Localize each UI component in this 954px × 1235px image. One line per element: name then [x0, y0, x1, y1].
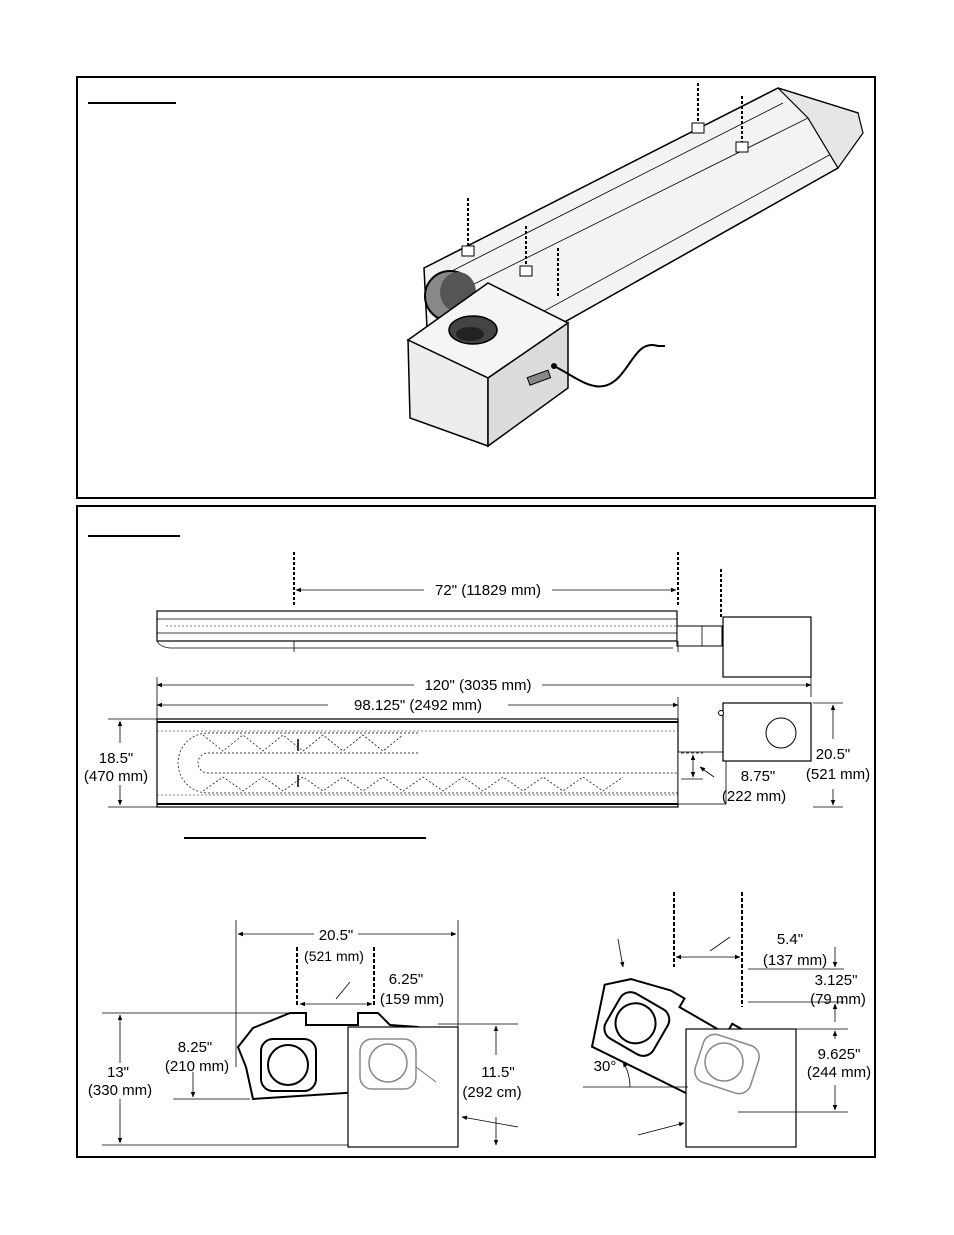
total-height-in: 13" — [107, 1064, 129, 1081]
tilt-chain-spacing-in: 5.4" — [777, 931, 803, 948]
figure-heading-bottom — [88, 535, 180, 537]
end-chain-spacing-mm: (159 mm) — [380, 991, 444, 1008]
offset-mm: (222 mm) — [722, 788, 786, 805]
tilt-chain-drop-mm: (79 mm) — [810, 991, 866, 1008]
box-height-in: 11.5" — [481, 1064, 514, 1081]
hanger-height-in: 8.25" — [178, 1039, 213, 1056]
tilt-chain-drop-in: 3.125" — [815, 972, 858, 989]
hanging-chains — [461, 83, 749, 298]
dimensions-panel: 72" (11829 mm) 120" (3035 mm) 98.125" (2… — [76, 505, 876, 1158]
offset-in: 8.75" — [741, 768, 776, 785]
end-view-tilted: 5.4" (137 mm) 3.125" (79 mm) 30° — [583, 892, 871, 1148]
total-width-mm: (521 mm) — [806, 766, 870, 783]
tube-length-label: 98.125" (2492 mm) — [354, 697, 482, 714]
reflector-width-in: 18.5" — [99, 750, 134, 767]
overall-length-label: 120" (3035 mm) — [424, 677, 531, 694]
end-view-level: 20.5" (521 mm) 6.25" (159 mm) 8.25" (210… — [88, 920, 522, 1148]
total-height-mm: (330 mm) — [88, 1082, 152, 1099]
end-view-heading — [184, 837, 426, 839]
chain-spacing-label: 72" (11829 mm) — [435, 582, 541, 599]
tilt-height-in: 9.625" — [818, 1046, 861, 1063]
heater-isometric-drawing — [406, 83, 864, 448]
dimension-drawings: 72" (11829 mm) 120" (3035 mm) 98.125" (2… — [84, 552, 871, 1148]
tilt-angle-label: 30° — [594, 1058, 617, 1075]
side-view: 72" (11829 mm) — [156, 552, 812, 678]
total-width-in: 20.5" — [816, 746, 851, 763]
end-width-mm: (521 mm) — [304, 948, 364, 964]
heater-isometric-panel — [76, 76, 876, 499]
length-dimensions: 120" (3035 mm) 98.125" (2492 mm) — [156, 676, 812, 719]
end-chain-spacing-in: 6.25" — [389, 971, 424, 988]
figure-heading-top — [88, 102, 176, 104]
reflector-width-mm: (470 mm) — [84, 768, 148, 785]
gas-inlet-and-power-cord — [526, 344, 665, 388]
hanger-height-mm: (210 mm) — [165, 1058, 229, 1075]
tilt-chain-spacing-mm: (137 mm) — [763, 952, 827, 969]
top-view: 18.5" (470 mm) 20.5" (521 mm) 8.75" (222… — [84, 702, 870, 808]
burner-box — [406, 282, 570, 448]
box-height-mm: (292 cm) — [462, 1084, 521, 1101]
end-width-in: 20.5" — [319, 927, 354, 944]
tilt-height-mm: (244 mm) — [807, 1064, 871, 1081]
